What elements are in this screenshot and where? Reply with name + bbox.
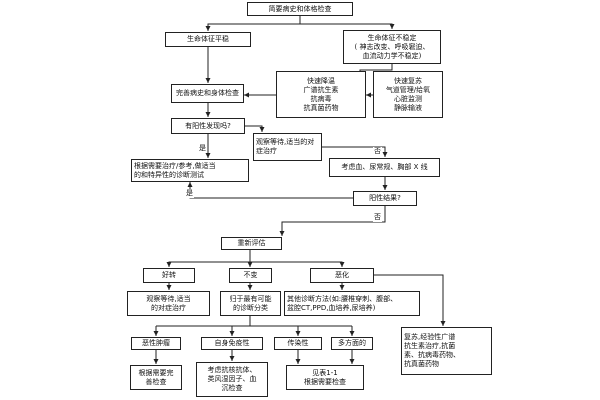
node-other-diagnostics: 其他诊断方法(如:腰椎穿刺、腹部、 盆腔CT,PPD,血培养,尿培养) [284, 291, 420, 316]
node-blood-urine-xray: 考虑血、尿常规、胸部 X 线 [329, 158, 440, 177]
label-positive-yes: 是 [185, 189, 194, 198]
line-top-right [300, 23, 395, 29]
node-vitals-unstable: 生命体征不稳定 ( 神志改变、呼吸窘迫、 血流动力学不稳定) [343, 30, 441, 64]
node-malignancy: 恶性肿瘤 [131, 337, 181, 350]
label-findings-no: 否 [373, 147, 382, 156]
node-reevaluate: 重新评估 [221, 237, 282, 250]
node-see-table: 见表1-1 根据需要检查 [286, 365, 364, 390]
node-complete-workup: 根据需要完 善检查 [130, 365, 182, 390]
label-findings-yes: 是 [198, 144, 207, 153]
line-worse-to-resus [374, 274, 446, 326]
node-autoimmune: 自身免疫性 [201, 337, 263, 350]
node-observe-wait: 观察等待,适当的对 症治疗 [253, 133, 322, 161]
line-positive-yes [187, 182, 353, 199]
node-worsened: 恶化 [310, 268, 374, 283]
line-findings-no [245, 125, 265, 132]
node-vitals-stable: 生命体征平稳 [165, 32, 251, 47]
node-unchanged: 不变 [229, 268, 272, 283]
node-treat-diagnostic: 根据需要治疗/参考,做适当 的和特异性的诊断测试 [131, 159, 249, 182]
node-infectious: 传染性 [274, 337, 322, 350]
line-reeval-right [250, 261, 345, 267]
node-cooling-antimicrobials: 快速降温 广谱抗生素 抗病毒 抗真菌药物 [276, 71, 366, 118]
label-positive-no: 否 [373, 213, 382, 222]
node-multifactorial: 多方面的 [331, 337, 373, 350]
node-observe-symptomatic: 观察等待,适当 的对症治疗 [127, 291, 210, 316]
node-positive-result: 阳性结果? [353, 191, 417, 206]
node-improved: 好转 [143, 268, 195, 283]
node-ana-rf-esr: 考虑抗核抗体、 类风湿因子、血 沉检查 [196, 362, 268, 397]
line-observe-to-tests [322, 146, 388, 157]
line-reeval-left [166, 261, 250, 267]
node-resuscitation: 快速复苏 气道管理/给氧 心脏监测 静脉输液 [373, 71, 443, 118]
node-empiric-therapy: 复苏,经验性广谱 抗生素治疗,抗菌 素、抗病毒药物、 抗真菌药物 [401, 327, 492, 375]
line-top-left [205, 23, 300, 31]
line-positive-no [279, 206, 386, 236]
node-most-likely-category: 归于最有可能 的诊断分类 [220, 291, 281, 316]
node-complete-history: 完善病史和身体检查 [171, 84, 244, 103]
node-positive-findings: 有阳性发现吗? [171, 118, 245, 134]
node-brief-history: 简要病史和体格检查 [247, 2, 353, 16]
